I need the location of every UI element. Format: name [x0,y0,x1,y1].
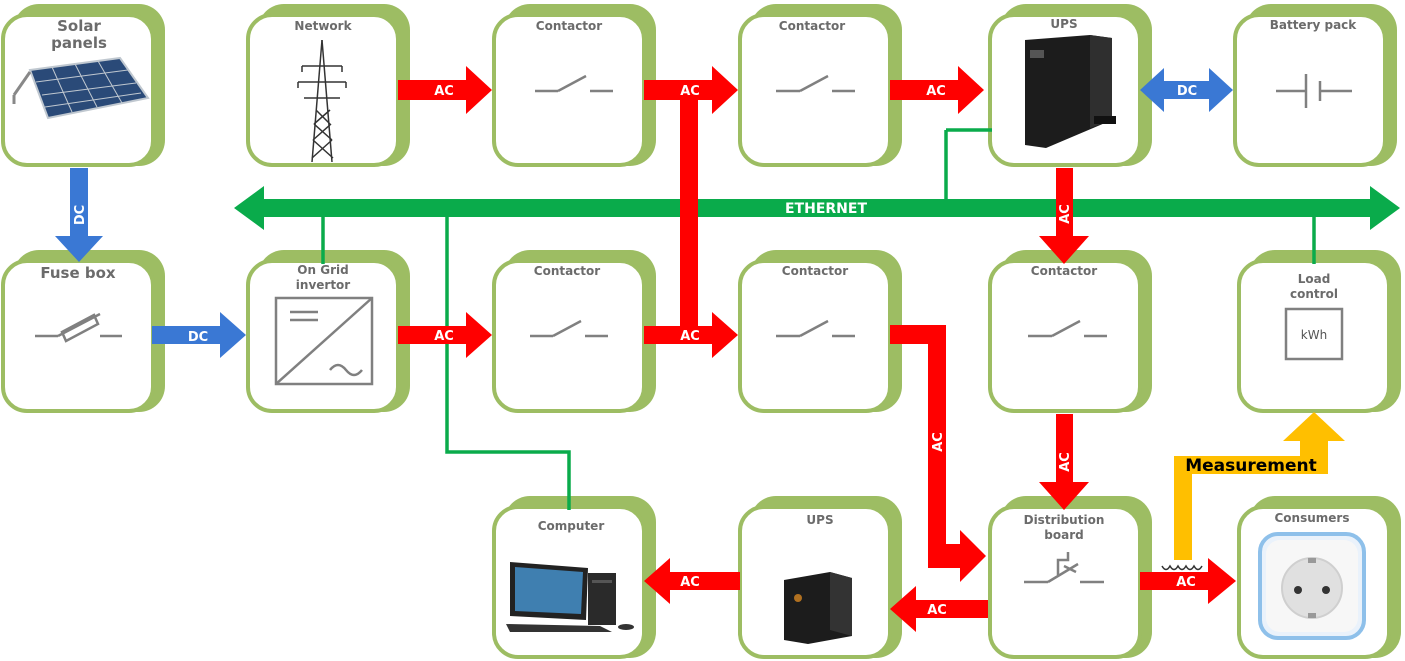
node-load-control: Load control kWh [1237,250,1401,413]
contactor-top2-title: Contactor [779,19,846,33]
switch-symbol-icon [776,319,855,338]
contactor-top1-title: Contactor [536,19,603,33]
ac-arrow-contactor-contactor-mid [644,312,738,358]
switch-symbol-icon [1028,319,1107,338]
solar-panel-icon [12,56,150,120]
dc-label-battery: DC [1177,84,1197,99]
inverter-title-line1: On Grid [297,263,348,277]
consumers-title: Consumers [1275,511,1350,525]
dc-label-solar: DC [73,205,88,225]
dc-label-fuse: DC [188,330,208,345]
ac-arrow-distribution-consumers [1140,558,1236,604]
contactor-mid3-title: Contactor [1031,264,1098,278]
ac-labels: AC AC AC AC AC AC AC AC AC AC AC [434,84,1196,618]
ac-arrow-network-contactor [398,66,492,114]
node-ups-bottom: UPS [738,496,902,659]
node-distribution-board: Distribution board [988,496,1152,659]
fuse-title: Fuse box [40,264,116,282]
distribution-title-line1: Distribution [1024,513,1105,527]
ac-arrow-inverter-contactor [398,312,492,358]
load-title-line2: control [1290,287,1338,301]
ac-riser-bar [680,90,698,336]
current-transformer-icon [1161,564,1203,571]
solar-title-line1: Solar [57,17,101,35]
ac-arrow-contactor-distribution [890,325,986,582]
ac-arrow-contactor-distribution-vertical [1039,414,1089,510]
computer-title: Computer [538,519,605,533]
switch-symbol-icon [535,74,613,93]
ethernet-label: ETHERNET [785,201,867,217]
node-contactor-mid-3: Contactor [988,250,1152,413]
ac-arrow-ups-contactor [1039,168,1089,264]
power-pylon-icon [297,39,347,163]
node-contactor-top-1: Contactor [492,4,656,167]
dc-arrow-ups-battery: DC [1140,68,1233,112]
ac-label-4: AC [1058,204,1073,224]
node-consumers: Consumers [1237,496,1401,659]
ethernet-bus-arrow [234,186,1400,230]
ac-arrow-contactor-ups [890,66,984,114]
ac-label-5: AC [434,329,454,344]
load-title-line1: Load [1298,272,1331,286]
ups-box-icon [784,572,852,644]
ups-top-title: UPS [1050,17,1077,31]
ac-label-9: AC [1176,575,1196,590]
inverter-symbol-icon [274,296,374,386]
dc-arrow-solar-to-fuse: DC [55,168,103,262]
node-computer: Computer [492,496,656,659]
switch-symbol-icon [776,74,855,93]
ac-label-11: AC [680,575,700,590]
measurement-label: Measurement [1185,456,1317,476]
node-contactor-mid-2: Contactor [738,250,902,413]
ac-label-10: AC [927,603,947,618]
ups-bottom-title: UPS [806,513,833,527]
node-contactor-top-2: Contactor [738,4,902,167]
ac-label-8: AC [1058,452,1073,472]
node-on-grid-invertor: On Grid invertor [246,250,410,413]
node-battery-pack: Battery pack [1233,4,1397,167]
node-network: Network [246,4,410,167]
ac-label-7: AC [931,432,946,452]
kwh-label: kWh [1301,328,1327,342]
power-socket-icon [1258,532,1366,640]
ac-arrow-distribution-ups [890,586,988,632]
kwh-meter-icon: kWh [1284,307,1344,361]
inverter-title-line2: invertor [296,278,351,292]
ac-lines [398,66,1236,632]
fuse-symbol-icon [35,312,122,343]
measurement-arrow [1161,412,1345,571]
ac-label-1: AC [434,84,454,99]
node-contactor-mid-1: Contactor [492,250,656,413]
contactor-mid1-title: Contactor [534,264,601,278]
ac-arrow-ups-computer [644,558,740,604]
battery-symbol-icon [1276,74,1352,108]
desktop-computer-icon [506,562,634,632]
ac-label-3: AC [926,84,946,99]
solar-title-line2: panels [51,34,107,52]
distribution-title-line2: board [1044,528,1083,542]
node-solar-panels: Solar panels [1,4,165,167]
ups-tower-icon [1025,35,1116,148]
node-fuse-box: Fuse box [1,250,165,413]
node-ups-top: UPS [988,4,1152,167]
switch-symbol-icon [530,319,608,338]
network-title: Network [294,19,352,33]
dc-arrow-fuse-to-inverter: DC [152,312,246,358]
ac-label-6: AC [680,329,700,344]
breaker-symbol-icon [1024,552,1104,584]
battery-title: Battery pack [1270,18,1358,32]
ac-label-2: AC [680,84,700,99]
contactor-mid2-title: Contactor [782,264,849,278]
